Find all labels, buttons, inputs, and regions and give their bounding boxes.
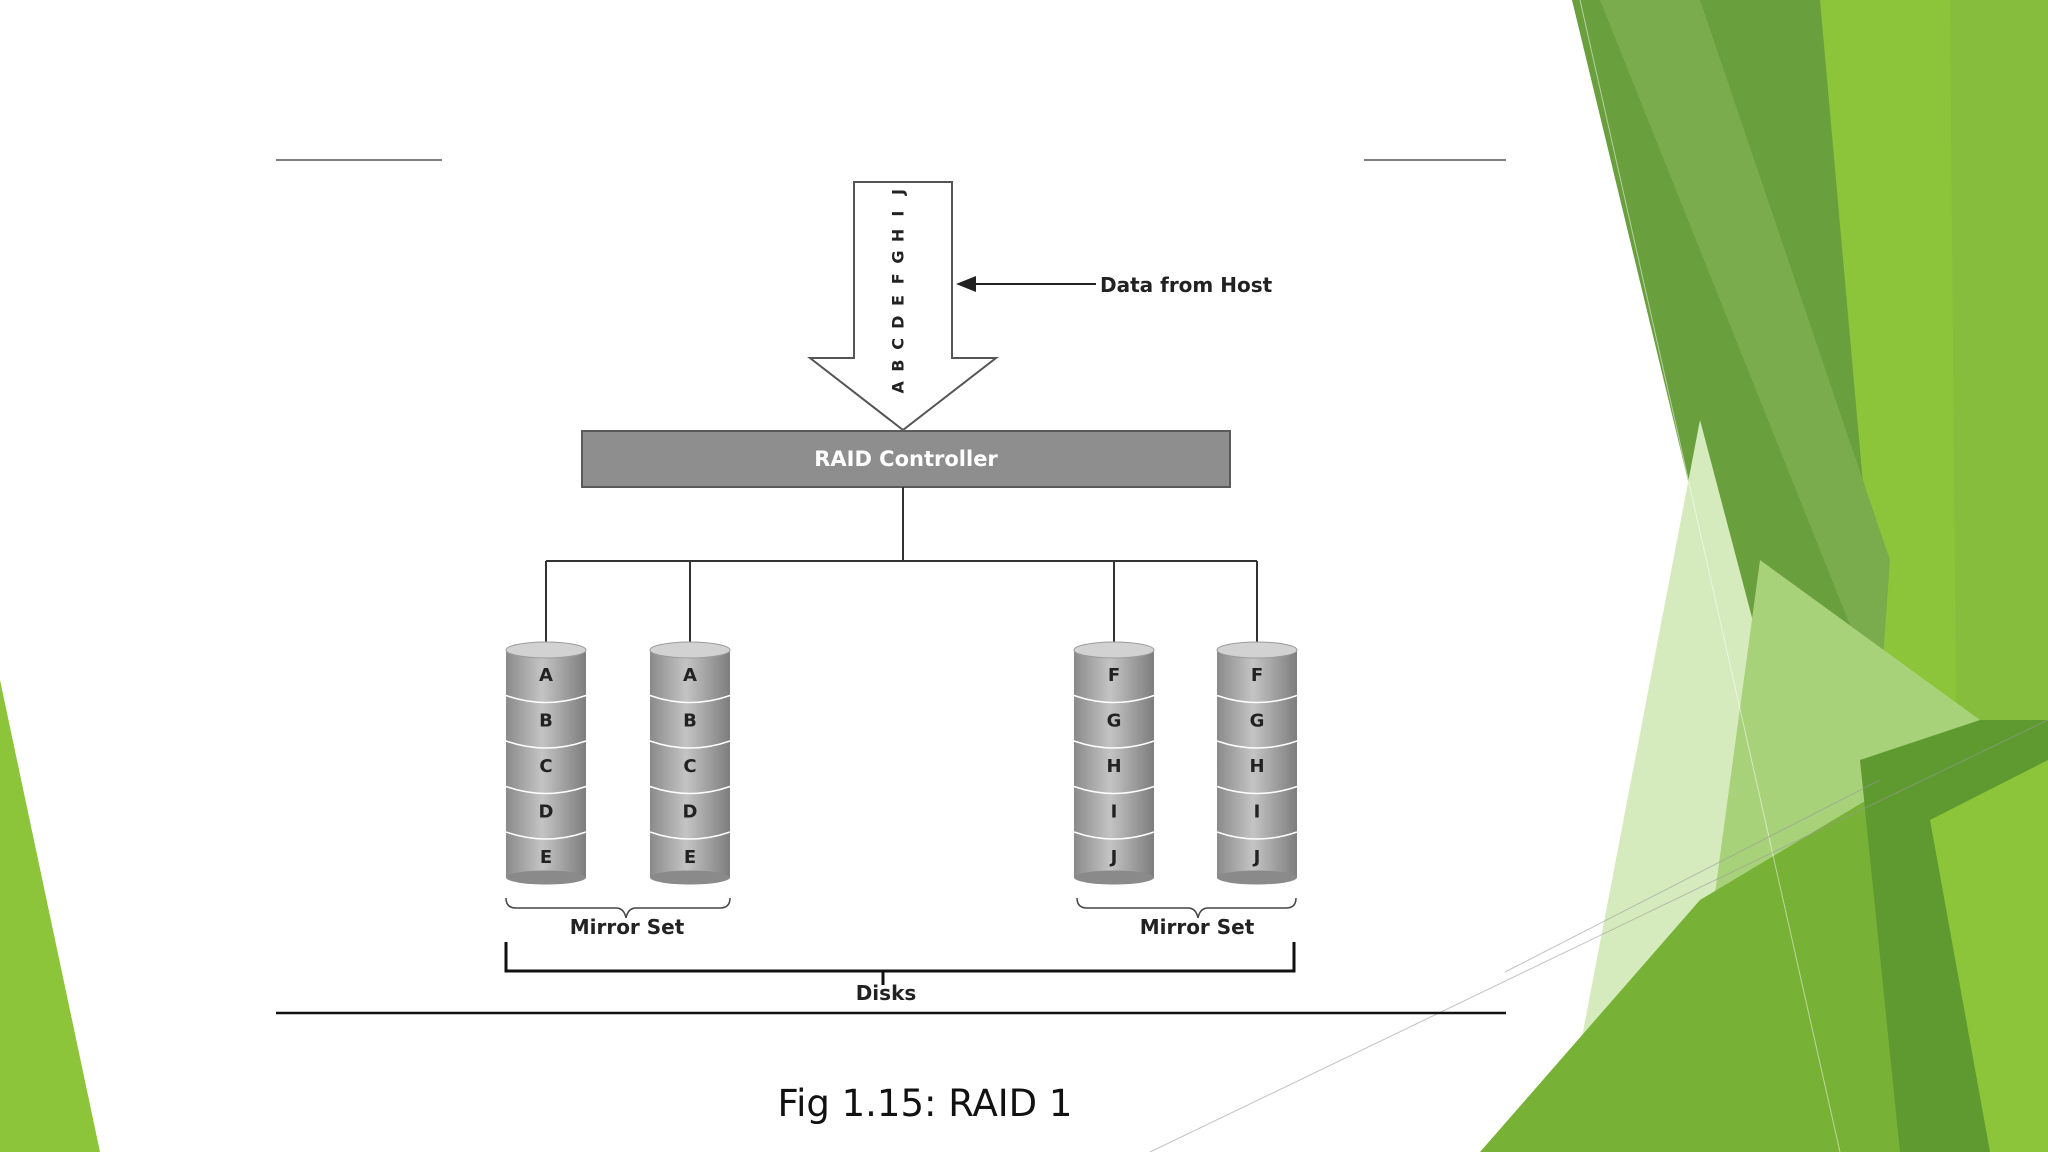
disks-label: Disks <box>856 981 917 1005</box>
disk-block-label: C <box>539 756 552 777</box>
figure-caption: Fig 1.15: RAID 1 <box>777 1082 1073 1125</box>
disk-block-label: I <box>1254 801 1261 822</box>
mirror-set-label-left: Mirror Set <box>570 915 685 939</box>
disk-bottom <box>506 870 586 885</box>
disk-block-label: F <box>1108 665 1120 686</box>
disk-block-label: H <box>1106 756 1121 777</box>
host-data-arrow <box>807 181 999 432</box>
mirror-set-label-right: Mirror Set <box>1140 915 1255 939</box>
disk-block-divider <box>1216 785 1298 795</box>
decor-right-facets <box>1149 0 2048 1152</box>
host-data-letter: B <box>889 359 908 371</box>
raid-controller-label: RAID Controller <box>814 447 998 471</box>
disk-block-label: D <box>683 801 698 822</box>
disk-top <box>1073 641 1155 659</box>
disk-top <box>649 641 731 659</box>
host-pointer-arrowhead <box>956 276 976 292</box>
host-data-letter: J <box>889 189 908 196</box>
host-label: Data from Host <box>1100 273 1273 297</box>
host-data-letter: I <box>889 211 908 217</box>
disk-block-label: F <box>1251 665 1263 686</box>
disk-bottom <box>650 870 730 885</box>
raid-controller-box <box>581 430 1231 488</box>
host-data-letter: E <box>889 295 908 306</box>
disk-group: A B C D E A B C D E F G H I J F G H I J <box>505 641 1298 885</box>
disk-block-divider <box>505 785 587 795</box>
disk-block-label: J <box>1109 847 1118 868</box>
disk-block-label: J <box>1252 847 1261 868</box>
host-data-letter: G <box>889 251 908 264</box>
disk-block-label: B <box>683 710 697 731</box>
disk-bottom <box>1074 870 1154 885</box>
disk-stack: F G H I J <box>1073 641 1155 885</box>
decor-left-triangle <box>0 680 100 1152</box>
host-data-letter: H <box>889 229 908 242</box>
disk-block-divider <box>649 831 731 840</box>
disk-block-label: E <box>684 847 696 868</box>
disk-block-label: A <box>539 665 553 686</box>
disk-stack: F G H I J <box>1216 641 1298 885</box>
disk-block-divider <box>649 785 731 795</box>
disk-block-divider <box>1073 831 1155 840</box>
host-data-letter: F <box>889 273 908 284</box>
host-data-letter: C <box>889 338 908 350</box>
disk-block-label: E <box>540 847 552 868</box>
disk-block-label: I <box>1111 801 1118 822</box>
host-data-letter: A <box>889 380 908 393</box>
disks-bracket <box>504 942 1296 985</box>
disk-block-divider <box>1073 785 1155 795</box>
disk-top <box>1216 641 1298 659</box>
host-data-letter: D <box>889 316 908 329</box>
disk-block-divider <box>505 831 587 840</box>
disk-block-divider <box>1216 694 1298 704</box>
disk-block-label: G <box>1250 710 1265 731</box>
disk-block-label: G <box>1107 710 1122 731</box>
disk-block-label: A <box>683 665 697 686</box>
mirror-braces <box>505 897 1297 919</box>
disk-block-label: H <box>1249 756 1264 777</box>
disk-stack: A B C D E <box>649 641 731 885</box>
disk-block-divider <box>505 740 587 749</box>
disk-block-label: D <box>539 801 554 822</box>
disk-block-divider <box>649 694 731 704</box>
disk-block-label: B <box>539 710 553 731</box>
disk-stack: A B C D E <box>505 641 587 885</box>
disk-block-divider <box>1216 740 1298 749</box>
disk-bottom <box>1217 870 1297 885</box>
disk-block-divider <box>1216 831 1298 840</box>
disk-block-divider <box>505 694 587 704</box>
disk-block-divider <box>1073 694 1155 704</box>
disk-block-divider <box>1073 740 1155 749</box>
disk-top <box>505 641 587 659</box>
disk-block-divider <box>649 740 731 749</box>
disk-block-label: C <box>683 756 696 777</box>
connection-lines <box>545 487 1258 642</box>
